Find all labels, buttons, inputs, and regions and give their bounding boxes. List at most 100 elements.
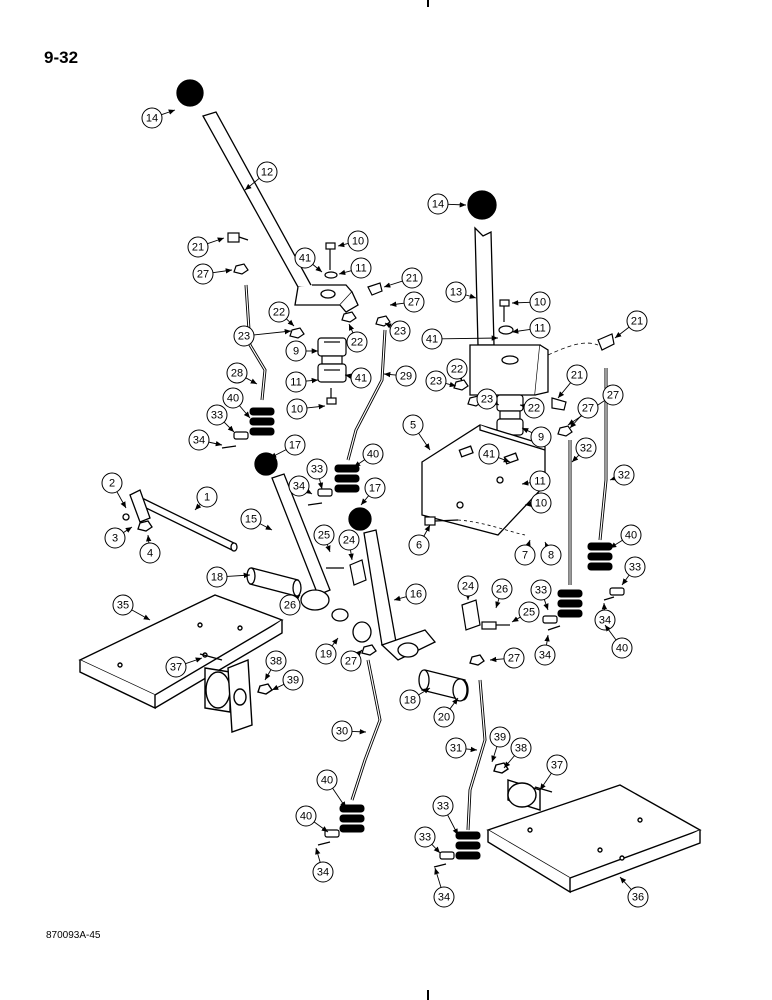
callout-circle: [566, 364, 588, 386]
callout-label: 13: [450, 287, 462, 299]
callout-circle: [534, 644, 556, 666]
callout-label: 10: [291, 404, 303, 416]
callout-leader: [312, 264, 323, 273]
callout-circle: [165, 656, 187, 678]
page-number: 9-32: [44, 48, 79, 67]
callout-circle: [222, 387, 244, 409]
callout-leader: [348, 549, 354, 561]
callout-leader: [317, 478, 324, 490]
callout-label: 27: [408, 297, 420, 309]
callout-label: 29: [400, 371, 412, 383]
callout-label: 33: [419, 832, 431, 844]
left-pivot-hardware: [227, 232, 391, 339]
clevis-parts: [326, 559, 510, 631]
callout-circle: [523, 397, 545, 419]
callout-label: 9: [538, 432, 544, 444]
callout-label: 22: [528, 403, 540, 415]
callout-leader: [355, 649, 363, 657]
callout-leader: [511, 328, 531, 334]
callout-circle: [627, 886, 649, 908]
callout-circle: [403, 291, 425, 313]
callout-label: 41: [299, 253, 311, 265]
callout-circle: [350, 257, 372, 279]
callout-leader: [194, 503, 202, 511]
callout-circle: [540, 544, 562, 566]
callout-label: 38: [270, 656, 282, 668]
callout-label: 33: [211, 410, 223, 422]
callout-leader: [212, 268, 233, 274]
callout-leader: [457, 374, 463, 382]
callout-leader: [116, 491, 127, 509]
callout-label: 10: [535, 498, 547, 510]
callout-leader: [185, 657, 203, 665]
callout-leader: [621, 574, 630, 586]
callout-label: 30: [336, 726, 348, 738]
callout-circle: [347, 230, 369, 252]
callout-label: 27: [508, 653, 520, 665]
callout-circle: [196, 486, 218, 508]
callout-circle: [529, 291, 551, 313]
callout-label: 40: [367, 449, 379, 461]
callout-circle: [364, 477, 386, 499]
callout-label: 34: [317, 867, 329, 879]
callout-circle: [141, 107, 163, 129]
callout-leader: [498, 457, 511, 463]
callout-circle: [286, 398, 308, 420]
callout-circle: [478, 443, 500, 465]
callout-label: 21: [406, 273, 418, 285]
right-rods-inner: [569, 368, 607, 585]
callout-circle: [295, 805, 317, 827]
callout-label: 40: [616, 643, 628, 655]
lower-rods-inner: [351, 659, 486, 831]
callout-label: 34: [293, 481, 305, 493]
callout-circle: [421, 328, 443, 350]
callout-label: 40: [625, 530, 637, 542]
callout-label: 11: [355, 263, 366, 275]
callout-circle: [613, 464, 635, 486]
callout-circle: [402, 414, 424, 436]
callout-label: 36: [632, 892, 644, 904]
callout-label: 23: [394, 326, 406, 338]
callout-leader: [609, 539, 623, 549]
callout-circle: [476, 388, 498, 410]
callout-label: 14: [146, 113, 158, 125]
callout-label: 37: [170, 662, 182, 674]
callout-label: 24: [343, 535, 355, 547]
callout-label: 14: [432, 199, 444, 211]
callout-circle: [338, 529, 360, 551]
callout-leader: [495, 598, 501, 609]
callout-label: 18: [404, 695, 416, 707]
callout-label: 21: [571, 370, 583, 382]
callout-label: 26: [496, 584, 508, 596]
callout-leader: [465, 293, 477, 299]
callout-leader: [239, 405, 251, 419]
callout-leader: [313, 821, 329, 833]
callout-circle: [624, 556, 646, 578]
callout-circle: [265, 650, 287, 672]
callout-circle: [445, 737, 467, 759]
callout-circle: [503, 647, 525, 669]
callout-label: 34: [438, 892, 450, 904]
callout-leader: [223, 421, 235, 433]
callout-circle: [206, 566, 228, 588]
callout-circle: [187, 236, 209, 258]
callout-label: 40: [300, 811, 312, 823]
callout-circle: [240, 508, 262, 530]
callout-leader: [353, 459, 366, 468]
callout-circle: [312, 861, 334, 883]
callout-circle: [602, 384, 624, 406]
callout-circle: [285, 371, 307, 393]
callout-label: 10: [352, 236, 364, 248]
callout-label: 19: [320, 649, 332, 661]
callout-label: 26: [284, 600, 296, 612]
callout-circle: [101, 472, 123, 494]
dashed-link-line: [547, 342, 599, 356]
callout-label: 22: [273, 307, 285, 319]
callout-leader: [511, 616, 521, 623]
callout-circle: [294, 247, 316, 269]
callout-circle: [530, 426, 552, 448]
callout-label: 33: [311, 464, 323, 476]
callout-label: 23: [430, 376, 442, 388]
callout-leader: [614, 326, 630, 339]
